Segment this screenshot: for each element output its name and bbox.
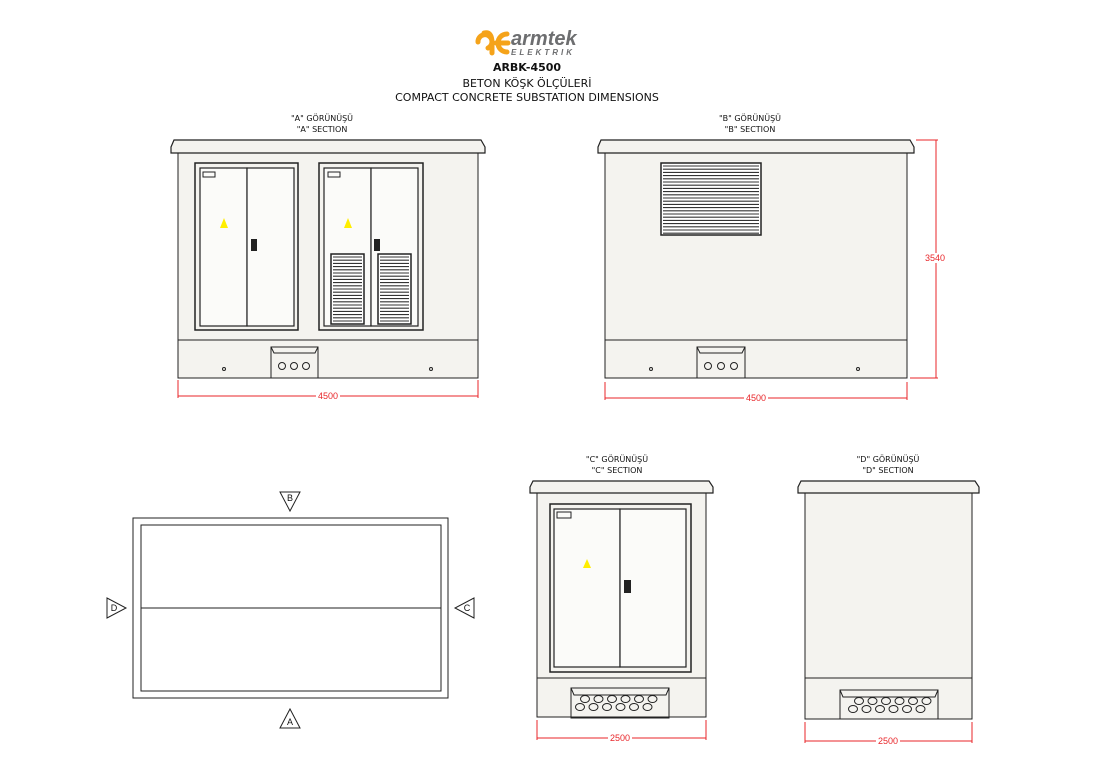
cable-hole <box>921 697 932 705</box>
title-en: COMPACT CONCRETE SUBSTATION DIMENSIONS <box>395 91 659 104</box>
dimension-label: 2500 <box>610 733 630 743</box>
cable-hole <box>888 705 899 713</box>
cable-hole <box>854 697 864 705</box>
cable-hole <box>881 697 891 705</box>
view-c-title-en: "C" SECTION <box>592 466 643 475</box>
dimension-label: 2500 <box>878 736 898 746</box>
louver-vent <box>377 253 412 325</box>
cable-hole <box>915 705 926 713</box>
cable-hole <box>902 705 912 713</box>
kiosk-body <box>804 492 973 720</box>
view-a: "A" GÖRÜNÜŞÜ "A" SECTION <box>170 113 486 401</box>
view-c: "C" GÖRÜNÜŞÜ "C" SECTION 2500 <box>529 454 714 743</box>
cable-hole <box>575 703 585 711</box>
svg-text:C: C <box>464 603 471 613</box>
plan-view: B A D C <box>106 491 475 729</box>
view-a-title-tr: "A" GÖRÜNÜŞÜ <box>291 113 353 123</box>
cable-hole <box>588 703 599 711</box>
cable-hole <box>620 695 631 703</box>
kiosk-roof <box>597 139 915 154</box>
cable-hole <box>642 703 653 711</box>
cable-hole <box>629 703 639 711</box>
door-right <box>318 162 424 331</box>
cable-hole <box>615 703 626 711</box>
cable-entry-box <box>270 346 319 379</box>
logo: armtek ELEKTRIK <box>475 28 577 57</box>
svg-text:A: A <box>287 717 293 727</box>
svg-text:B: B <box>287 493 293 503</box>
view-d-title-tr: "D" GÖRÜNÜŞÜ <box>857 454 920 464</box>
logo-brand: armtek <box>511 28 577 50</box>
dimension-height-b: 3540 <box>910 139 946 379</box>
view-b: "B" GÖRÜNÜŞÜ "B" SECTION 4500 3540 <box>597 113 946 403</box>
door-handle-icon <box>251 239 257 251</box>
dimension-label: 3540 <box>925 253 945 263</box>
section-marker-b: B <box>279 491 301 513</box>
view-b-title-en: "B" SECTION <box>725 125 776 134</box>
louver-vent <box>660 162 762 236</box>
cable-hole <box>848 705 858 713</box>
view-c-title-tr: "C" GÖRÜNÜŞÜ <box>586 454 648 464</box>
model-name: ARBK-4500 <box>493 61 561 74</box>
kiosk-roof <box>797 480 980 494</box>
dimension-width-a: 4500 <box>177 380 479 401</box>
door-handle-icon <box>624 580 631 593</box>
cable-hole <box>607 695 617 703</box>
cable-hole <box>861 705 872 713</box>
warning-sign-icon <box>344 218 352 228</box>
cable-hole <box>634 695 644 703</box>
cable-hole <box>593 695 604 703</box>
logo-sub: ELEKTRIK <box>511 48 575 57</box>
section-marker-c: C <box>453 597 475 619</box>
cable-hole <box>602 703 612 711</box>
cable-hole <box>867 697 878 705</box>
warning-sign-icon <box>220 218 228 228</box>
door-handle-icon <box>374 239 380 251</box>
section-marker-a: A <box>279 707 301 729</box>
door-left <box>194 162 299 331</box>
dimension-label: 4500 <box>318 391 338 401</box>
louver-vent <box>330 253 365 325</box>
kiosk-roof <box>170 139 486 154</box>
view-d: "D" GÖRÜNÜŞÜ "D" SECTION 2500 <box>797 454 980 746</box>
title-tr: BETON KÖŞK ÖLÇÜLERİ <box>462 77 591 90</box>
door-c <box>549 503 692 673</box>
cable-hole <box>908 697 918 705</box>
dimension-width-c: 2500 <box>536 720 707 743</box>
view-d-title-en: "D" SECTION <box>862 466 913 475</box>
logo-mark-icon <box>475 30 511 56</box>
view-b-title-tr: "B" GÖRÜNÜŞÜ <box>719 113 781 123</box>
warning-sign-icon <box>583 559 591 568</box>
cable-hole <box>875 705 885 713</box>
cable-hole <box>580 695 590 703</box>
cable-entry-box <box>839 689 939 720</box>
section-marker-d: D <box>106 597 128 619</box>
cable-entry-box <box>696 346 746 379</box>
svg-text:D: D <box>111 603 118 613</box>
kiosk-roof <box>529 480 714 494</box>
cable-hole <box>894 697 905 705</box>
cable-hole <box>647 695 658 703</box>
dimension-width-d: 2500 <box>804 722 973 746</box>
view-a-title-en: "A" SECTION <box>297 125 348 134</box>
dimension-label: 4500 <box>746 393 766 403</box>
cable-entry-box <box>570 687 670 719</box>
dimension-width-b: 4500 <box>604 382 908 403</box>
